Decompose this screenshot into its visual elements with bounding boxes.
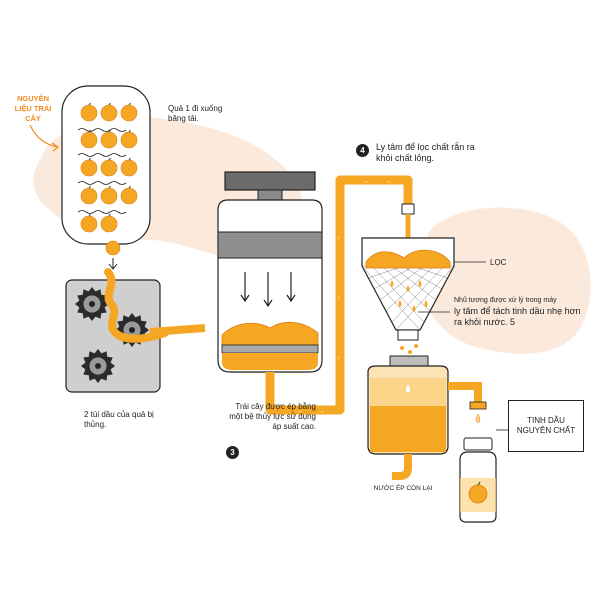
step5-label: ly tâm để tách tinh dầu nhẹ hơn ra khỏi … bbox=[454, 306, 581, 327]
step-number-4: 4 bbox=[356, 144, 369, 157]
orange-fruit-icon bbox=[120, 131, 138, 149]
juice-outlet bbox=[392, 454, 412, 480]
orange-fruit-icon bbox=[105, 240, 121, 256]
orange-fruit-icon bbox=[80, 104, 98, 122]
filter-pulp bbox=[365, 249, 451, 269]
orange-mash bbox=[104, 268, 169, 343]
raw-fruit-label: NGUYÊN LIỆU TRÁI CÂY bbox=[14, 94, 52, 123]
oil-outlet-cap bbox=[469, 401, 487, 410]
step-number-3: 3 bbox=[226, 446, 239, 459]
orange-fruit-icon bbox=[80, 159, 98, 177]
svg-text:→: → bbox=[362, 178, 369, 185]
filter-mesh bbox=[361, 265, 455, 331]
nozzle bbox=[401, 203, 415, 215]
pipe-to-press bbox=[149, 324, 206, 336]
press-sieve bbox=[221, 344, 319, 354]
orange-fruit-icon bbox=[100, 159, 118, 177]
svg-text:↑: ↑ bbox=[337, 355, 341, 362]
press-piston bbox=[217, 231, 323, 259]
orange-fruit-icon bbox=[120, 159, 138, 177]
filter-label: LỌC bbox=[490, 258, 507, 267]
step1-label: Quả 1 đi xuống băng tải. bbox=[168, 104, 223, 123]
orange-fruit-icon bbox=[80, 131, 98, 149]
essential-oil-box: TINH DẦU NGUYÊN CHẤT bbox=[508, 400, 584, 452]
centrifuge-juice-layer bbox=[370, 406, 446, 452]
step3-label: Trái cây được ép bằng một bệ thủy lực sử… bbox=[229, 402, 316, 431]
essential-oil-label: TINH DẦU NGUYÊN CHẤT bbox=[516, 416, 576, 435]
step4-label: Ly tâm để lọc chất rắn ra khỏi chất lỏng… bbox=[376, 142, 475, 163]
arrow-down-icon bbox=[108, 258, 118, 270]
oil-drop-icon bbox=[400, 344, 418, 354]
remaining-juice-label: NƯỚC ÉP CÒN LẠI bbox=[373, 485, 433, 492]
orange-fruit-icon bbox=[80, 187, 98, 205]
svg-text:↑: ↑ bbox=[337, 235, 341, 242]
bottle-cap bbox=[463, 437, 493, 451]
gear-icon bbox=[75, 287, 109, 321]
orange-fruit-icon bbox=[120, 187, 138, 205]
gear-icon bbox=[81, 349, 115, 383]
orange-fruit-icon bbox=[100, 215, 118, 233]
svg-text:→: → bbox=[385, 178, 392, 185]
oil-drop-icon bbox=[475, 413, 481, 424]
press-juice bbox=[222, 353, 318, 370]
funnel-spout bbox=[397, 329, 419, 341]
fruit-grid bbox=[80, 102, 138, 233]
press-arrows bbox=[240, 272, 296, 308]
pipe-arrows: → → ↑ ↑ ↑ → → bbox=[296, 178, 392, 415]
orange-fruit-icon bbox=[80, 215, 98, 233]
svg-text:→: → bbox=[296, 408, 303, 415]
pipe-press-to-filter bbox=[265, 175, 413, 415]
orange-fruit-icon bbox=[100, 131, 118, 149]
orange-fruit-icon bbox=[468, 484, 488, 504]
svg-text:↑: ↑ bbox=[337, 295, 341, 302]
step2-label: 2 túi dầu của quả bị thủng. bbox=[84, 410, 154, 429]
pressed-fruit bbox=[221, 321, 319, 346]
oil-outlet bbox=[448, 382, 482, 404]
svg-text:→: → bbox=[318, 408, 325, 415]
orange-fruit-icon bbox=[100, 187, 118, 205]
oil-drop-icon bbox=[406, 384, 410, 393]
conveyor-lines bbox=[77, 128, 127, 214]
orange-fruit-icon bbox=[120, 104, 138, 122]
press-top bbox=[224, 171, 316, 191]
raw-fruit-arrow bbox=[29, 124, 60, 152]
emulsion-label: Nhũ tương được xử lý trong máy bbox=[454, 297, 557, 304]
orange-fruit-icon bbox=[100, 104, 118, 122]
oil-drop-icon bbox=[390, 280, 428, 312]
peach-background-right bbox=[419, 207, 591, 354]
